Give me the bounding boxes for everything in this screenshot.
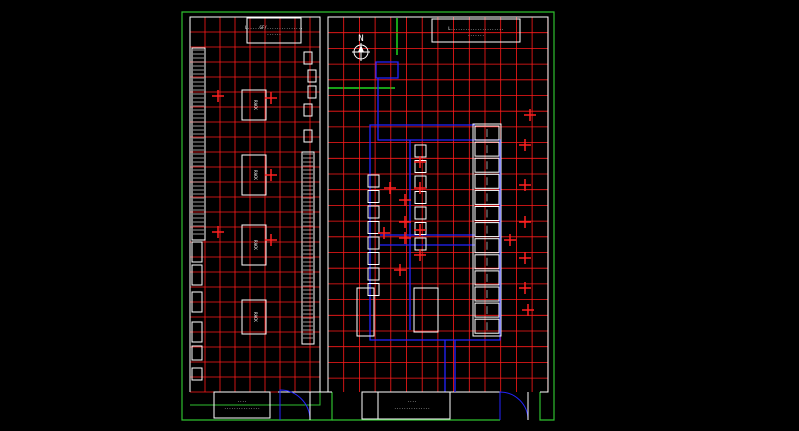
center-strip	[301, 151, 315, 345]
right-room-border	[327, 16, 549, 393]
tall-unit-right	[413, 287, 439, 333]
cabinet	[474, 254, 500, 270]
cabinet	[474, 189, 500, 205]
small-rack-left	[367, 205, 380, 219]
cabinet	[474, 238, 500, 254]
right-bottom-line-2: ...............	[394, 405, 430, 410]
small-rack-left	[367, 236, 380, 250]
left-small-unit	[191, 291, 203, 313]
wall-outline	[181, 11, 555, 421]
cabinet	[474, 206, 500, 221]
cabinet	[474, 125, 500, 141]
rack-unit	[241, 299, 267, 335]
small-rack-right	[414, 206, 427, 220]
room-borders	[189, 16, 549, 393]
right-bottom-line-1: ....	[407, 398, 417, 403]
red-markers	[212, 90, 536, 316]
center-small-unit	[303, 51, 313, 65]
left-room-border	[189, 16, 332, 393]
rack-label: RACK	[253, 240, 258, 250]
right-title-block: L...................... .......	[431, 18, 521, 43]
cabinet	[474, 302, 500, 318]
cabinet	[474, 173, 500, 189]
cable-routing	[369, 61, 501, 392]
left-racks: RACK RACK RACK RACK	[241, 89, 267, 335]
small-rack-left	[367, 267, 380, 281]
rack-unit	[241, 224, 267, 266]
small-rack-left	[367, 221, 380, 234]
left-room-grid	[189, 16, 320, 393]
tall-unit-left	[356, 287, 375, 337]
left-bottom-title: .... ...............	[213, 391, 271, 419]
center-small-unit	[307, 69, 317, 83]
left-small-unit	[191, 321, 203, 343]
outer-wall	[181, 11, 555, 421]
left-small-unit	[191, 367, 203, 381]
cable-run	[369, 78, 501, 341]
left-title-block: L.....GF/............... ......	[245, 17, 303, 44]
left-bottom-line-2: ...............	[224, 405, 260, 410]
left-title-line-1: L.....GF/...............	[245, 25, 303, 30]
right-title-line-1: L......................	[448, 26, 503, 31]
door-swing-left	[279, 389, 311, 421]
wall-inner	[190, 392, 321, 406]
center-small-unit	[303, 103, 313, 117]
small-rack-left	[367, 190, 380, 203]
rack-label: RACK	[253, 170, 258, 180]
door-swings	[279, 389, 529, 421]
center-rack-row	[301, 51, 317, 345]
cabinet	[474, 286, 500, 302]
north-arrow-icon: N	[352, 34, 370, 61]
door-swing-right	[499, 391, 529, 421]
rack-label: RACK	[253, 100, 258, 110]
rack-unit	[241, 89, 267, 121]
right-title-line-2: .......	[468, 32, 485, 37]
left-small-unit	[191, 264, 203, 286]
rack-label: RACK	[253, 312, 258, 322]
small-rack-right	[414, 144, 427, 158]
north-label: N	[358, 34, 363, 44]
cable-run	[369, 124, 475, 140]
left-title-line-2: ......	[267, 31, 281, 36]
cabinet	[474, 222, 500, 238]
left-bottom-line-1: ....	[237, 398, 247, 403]
cabinet	[474, 141, 500, 157]
cabinet	[474, 270, 500, 286]
cabinet-frame	[472, 123, 502, 337]
center-small-unit	[303, 129, 313, 143]
small-rack-left	[367, 174, 380, 188]
small-rack-right	[414, 237, 427, 251]
left-small-unit	[191, 241, 203, 263]
small-racks	[356, 144, 439, 337]
right-bottom-title: .... ...............	[361, 391, 451, 420]
cabinet-column	[472, 123, 502, 337]
left-small-unit	[191, 345, 203, 361]
cable-run	[375, 61, 399, 79]
left-rack-row	[191, 47, 206, 381]
cabinet	[474, 318, 500, 334]
center-small-unit	[307, 85, 317, 99]
cabinet	[474, 157, 500, 173]
left-strip	[191, 47, 206, 241]
small-rack-left	[367, 252, 380, 265]
